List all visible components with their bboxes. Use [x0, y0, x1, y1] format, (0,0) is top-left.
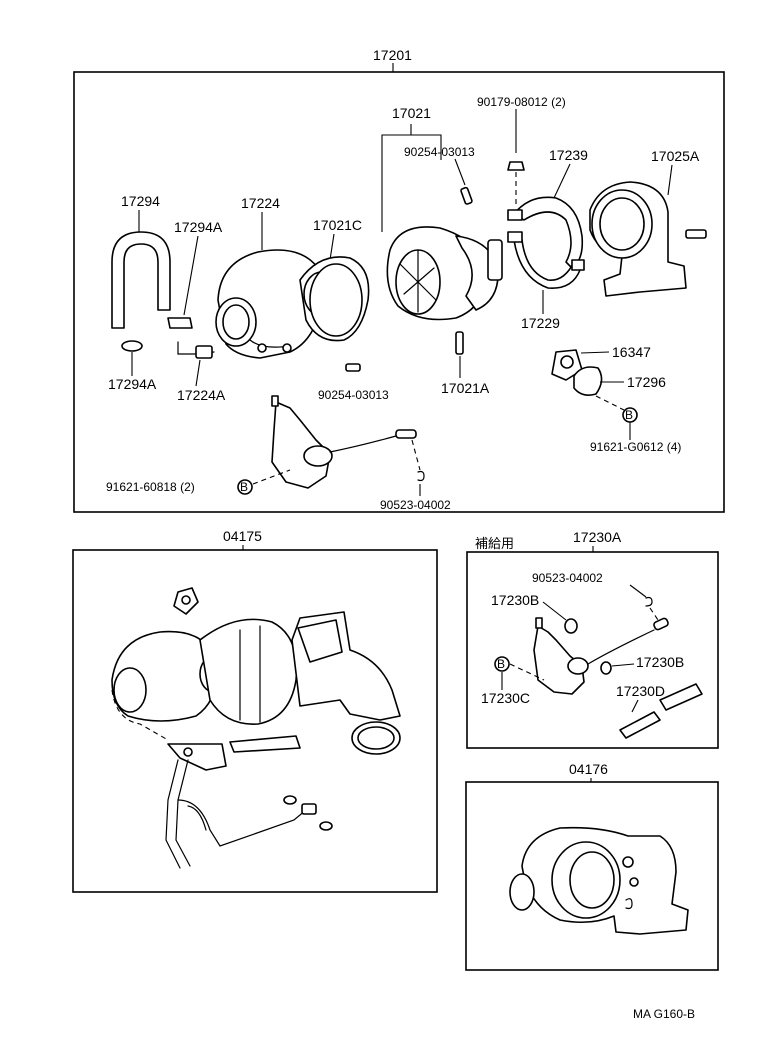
label-17224: 17224 — [241, 195, 280, 211]
leader-17021C — [329, 233, 335, 261]
service-note: 補給用 — [475, 537, 514, 552]
pipe-17224A — [177, 341, 215, 359]
leader-17230D — [631, 699, 639, 713]
label-17294: 17294 — [121, 193, 160, 209]
leader-17230B-b — [611, 663, 635, 667]
leader-17239 — [553, 163, 571, 199]
leader-16347 — [580, 351, 610, 354]
label-17021A: 17021A — [441, 380, 490, 396]
label-17294A-top: 17294A — [174, 219, 223, 235]
clip-17294A-bottom — [121, 340, 143, 352]
pin-90254-bottom — [345, 363, 361, 372]
label-90179: 90179-08012 (2) — [477, 95, 566, 109]
frame-17230A — [466, 551, 719, 749]
dash-b-left — [252, 469, 291, 485]
clip-90523-main — [417, 470, 425, 482]
label-90254-bottom: 90254-03013 — [318, 388, 389, 402]
dash-kit-clip — [649, 607, 659, 621]
kit-actuator — [533, 617, 669, 695]
main-assembly-frame — [73, 71, 725, 513]
gasket-16347 — [551, 349, 583, 381]
assembly-label-04176: 04176 — [569, 761, 608, 777]
turbine-outlet-17025A — [589, 181, 707, 297]
leader-17025A — [667, 164, 673, 196]
frame-04175 — [72, 549, 438, 893]
label-17230B-a: 17230B — [491, 592, 539, 608]
bolt-b-symbol-main-left: B — [237, 479, 253, 495]
label-16347: 16347 — [612, 344, 651, 360]
label-17230D: 17230D — [616, 683, 665, 699]
leader-90523-kit — [629, 584, 647, 598]
frame-04176 — [465, 781, 719, 971]
label-17239: 17239 — [549, 147, 588, 163]
label-17296: 17296 — [627, 374, 666, 390]
leader-90254-top — [454, 158, 466, 186]
label-17229: 17229 — [521, 315, 560, 331]
label-91621-G0612: 91621-G0612 (4) — [590, 440, 681, 454]
svg-text:B: B — [497, 657, 505, 671]
seal-17230B-a — [564, 618, 578, 634]
leader-17021 — [381, 124, 442, 232]
nut-90179 — [507, 161, 525, 205]
clip-90523-kit — [645, 596, 653, 607]
group-label-17201: 17201 — [373, 47, 412, 63]
label-17294A-bottom: 17294A — [108, 376, 157, 392]
bolt-b-symbol-kit: B — [494, 656, 510, 672]
dash-kit-b — [509, 663, 545, 681]
turbine-housing-04176 — [509, 826, 689, 935]
hose-17230D — [619, 683, 703, 739]
clip-17294A-top — [167, 317, 193, 329]
label-17021: 17021 — [392, 105, 431, 121]
leader-17294A-top — [183, 235, 199, 316]
housing-17021C — [299, 256, 370, 342]
seal-17230B-b — [600, 661, 612, 675]
compressor-housing-17224 — [215, 249, 323, 359]
kit-label-17230A: 17230A — [573, 529, 622, 545]
label-90254-top: 90254-03013 — [404, 145, 475, 159]
footer-code: MA G160-B — [633, 1007, 695, 1021]
label-90523-main: 90523-04002 — [380, 498, 451, 512]
hose-17294 — [111, 231, 171, 329]
stud-17021A — [455, 331, 464, 355]
v-band-clamp-17229 — [507, 231, 585, 289]
label-17230B-b: 17230B — [636, 654, 684, 670]
center-housing-17021 — [386, 226, 503, 321]
pin-90254-top — [460, 186, 473, 205]
label-17021C: 17021C — [313, 217, 362, 233]
assembly-label-04175: 04175 — [223, 528, 262, 544]
dash-b-right — [595, 395, 625, 411]
svg-text:B: B — [240, 480, 248, 494]
label-91621-60818: 91621-60818 (2) — [106, 480, 195, 494]
label-17025A: 17025A — [651, 148, 700, 164]
label-17230C: 17230C — [481, 690, 530, 706]
wastegate-actuator — [271, 395, 417, 489]
leader-17224A — [195, 359, 201, 387]
label-17224A: 17224A — [177, 387, 226, 403]
svg-text:B: B — [625, 408, 633, 422]
leader-17230B-a — [542, 601, 567, 621]
dash-90523-main — [411, 439, 421, 471]
label-90523-kit: 90523-04002 — [532, 571, 603, 585]
bolt-b-symbol-main-right: B — [622, 407, 638, 423]
turbocharger-assembly-04175 — [111, 587, 401, 869]
gasket-17296 — [573, 366, 603, 396]
